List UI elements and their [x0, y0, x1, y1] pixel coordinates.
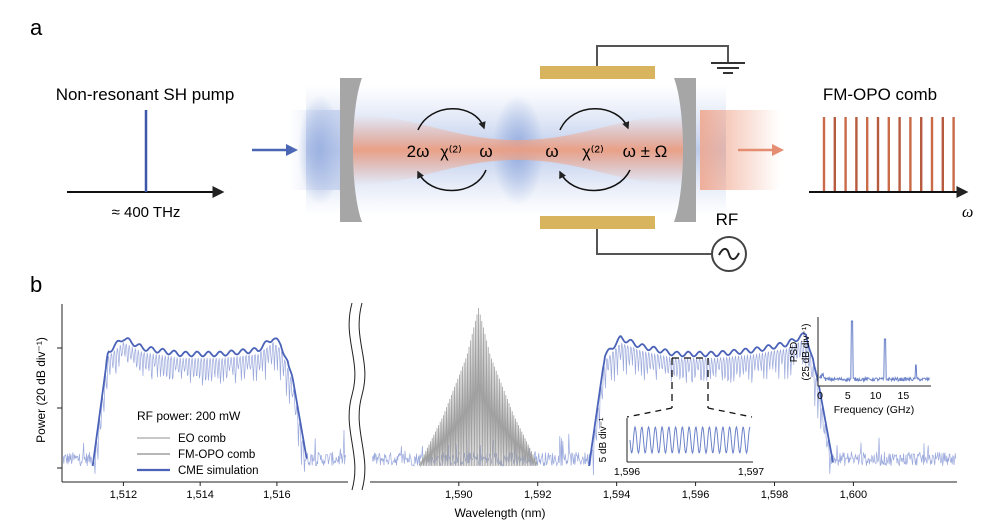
psd-xtick: 10 — [870, 390, 882, 402]
legend-title: RF power: 200 mW — [137, 409, 241, 423]
pump-title: Non-resonant SH pump — [56, 85, 235, 104]
zoom-indicator — [626, 357, 753, 418]
eo-comb-trace — [419, 307, 538, 468]
right-chi-label: χ⁽²⁾ — [582, 144, 604, 161]
mirror-left — [340, 78, 362, 222]
psd-xtick: 0 — [817, 390, 823, 402]
right-loop-bottom — [559, 169, 631, 192]
zoom-trace — [629, 425, 751, 455]
x-tick-label: 1,600 — [840, 489, 868, 501]
axis-break-left — [348, 302, 356, 491]
ground-wire — [596, 45, 729, 66]
right-loop-top — [559, 108, 630, 131]
cavity: RF 2ω χ⁽²⁾ ω ω χ⁽²⁾ ω ± Ω — [290, 45, 780, 272]
psd-ylabel-1: PSD — [789, 342, 800, 363]
x-tick-label: 1,516 — [263, 489, 291, 501]
legend-eo: EO comb — [178, 433, 226, 445]
rf-label: RF — [716, 210, 739, 229]
omega-axis-label: ω — [962, 204, 973, 221]
input-beam — [290, 110, 340, 190]
zoom-xtick: 1,596 — [614, 466, 640, 478]
rf-wire — [596, 229, 712, 255]
axis-break-right — [358, 302, 366, 491]
x-tick-label: 1,594 — [603, 489, 631, 501]
y-axis-label: Power (20 dB div⁻¹) — [34, 337, 48, 443]
x-tick-label: 1,514 — [186, 489, 214, 501]
zoom-inset: 5 dB div⁻¹ 1,596 1,597 — [598, 417, 764, 478]
zoom-xtick: 1,597 — [738, 466, 764, 478]
zoom-ylabel: 5 dB div⁻¹ — [598, 417, 609, 462]
psd-xtick: 5 — [845, 390, 851, 402]
comb-title: FM-OPO comb — [823, 85, 937, 104]
left-loop-top — [417, 108, 486, 131]
psd-xticks: 0 5 10 15 — [817, 390, 909, 402]
legend: RF power: 200 mW EO comb FM-OPO comb CME… — [137, 409, 259, 477]
plot-area — [62, 307, 956, 476]
ground-icon — [711, 62, 745, 74]
x-tick-label: 1,590 — [445, 489, 473, 501]
electrode-bottom — [540, 216, 655, 229]
mirror-right — [674, 78, 696, 222]
electrode-top — [540, 66, 655, 79]
red-beam — [348, 115, 690, 185]
fm-opo-comb: FM-OPO comb ω — [809, 85, 973, 221]
zoom-inset-bg — [627, 418, 753, 462]
right-in-label: ω — [545, 142, 558, 161]
psd-inset-bg — [818, 317, 931, 386]
x-tick-label: 1,596 — [682, 489, 710, 501]
sine-icon — [718, 247, 740, 261]
fm-opo-trace — [62, 341, 346, 474]
x-tick-label: 1,598 — [761, 489, 789, 501]
pump-freq: ≈ 400 THz — [112, 204, 181, 221]
legend-fmopo: FM-OPO comb — [178, 449, 255, 461]
x-axis-label: Wavelength (nm) — [455, 506, 546, 520]
right-out-label: ω ± Ω — [623, 142, 668, 161]
x-tick-label: 1,512 — [110, 489, 138, 501]
left-in-label: 2ω — [407, 142, 430, 161]
legend-cme: CME simulation — [178, 465, 259, 477]
x-tick-label: 1,592 — [524, 489, 552, 501]
cme-simulation-line — [91, 337, 308, 467]
comb-lines — [822, 117, 955, 192]
psd-inset: PSD (25 dB div⁻¹) 0 5 10 15 Frequency (GHz) — [789, 317, 931, 416]
psd-xtick: 15 — [898, 390, 910, 402]
cme-simulation-line — [588, 332, 834, 467]
panel-b-label: b — [30, 272, 42, 297]
left-out-label: ω — [479, 142, 492, 161]
pump-spectrum: Non-resonant SH pump ≈ 400 THz — [56, 85, 235, 221]
psd-ylabel-2: (25 dB div⁻¹) — [801, 324, 812, 381]
output-arrowhead — [772, 144, 784, 156]
left-loop-bottom — [417, 169, 487, 192]
panel-a-label: a — [30, 15, 43, 40]
psd-xlabel: Frequency (GHz) — [834, 404, 915, 416]
left-chi-label: χ⁽²⁾ — [440, 144, 462, 161]
psd-trace — [818, 320, 930, 383]
fm-opo-trace — [372, 339, 956, 476]
x-ticks: 1,512 1,514 1,516 1,590 1,592 1,594 1,596 1,598… — [110, 482, 868, 501]
